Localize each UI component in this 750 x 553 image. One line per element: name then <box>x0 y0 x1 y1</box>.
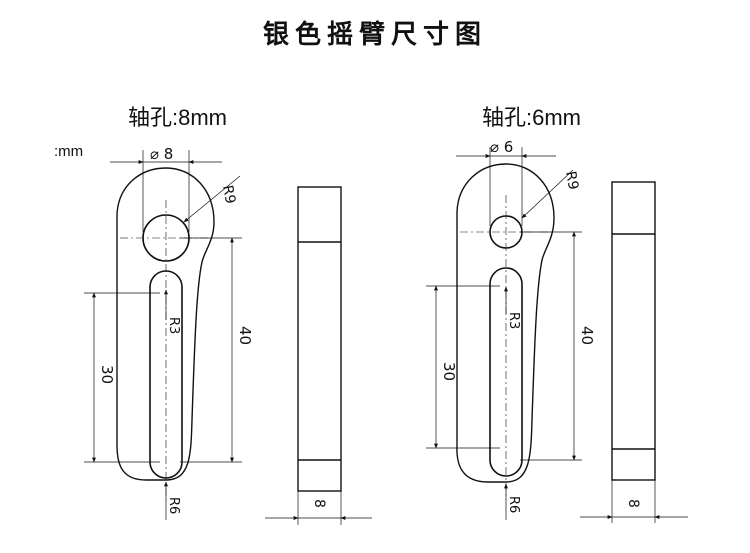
part-1-r-bottom-dim: R6 <box>166 497 181 514</box>
part-1-side-view <box>265 186 372 525</box>
part-1-hole-dim: ⌀ 8 <box>150 145 173 163</box>
part-2-total-len-dim: 40 <box>578 326 596 345</box>
part-2-hole-dim: ⌀ 6 <box>490 138 513 156</box>
part-2-drawing <box>426 147 582 520</box>
part-2-subtitle: 轴孔:6mm <box>482 105 582 130</box>
part-2-slot-len-dim: 30 <box>440 362 458 381</box>
part-2-arm-outline <box>456 163 555 483</box>
part-1-arm-outline <box>116 167 215 481</box>
part-2-r-top-dim: R9 <box>562 170 581 191</box>
part-1-r-slot-dim: R3 <box>166 317 181 334</box>
part-1-total-len-dim: 40 <box>236 326 254 345</box>
part-1-drawing <box>84 150 242 520</box>
part-2-r-bottom-dim: R6 <box>506 496 521 513</box>
part-1-slot-len-dim: 30 <box>98 365 116 384</box>
part-1-thickness-dim: 8 <box>311 499 327 508</box>
unit-label: :mm <box>54 143 84 160</box>
part-2-side-view <box>580 181 688 523</box>
part-1-r-top-dim: R9 <box>219 184 238 205</box>
part-2-r-slot-dim: R3 <box>506 312 521 329</box>
part-2-thickness-dim: 8 <box>625 499 641 508</box>
page-title: 银色摇臂尺寸图 <box>262 20 487 50</box>
part-1-subtitle: 轴孔:8mm <box>128 105 228 130</box>
